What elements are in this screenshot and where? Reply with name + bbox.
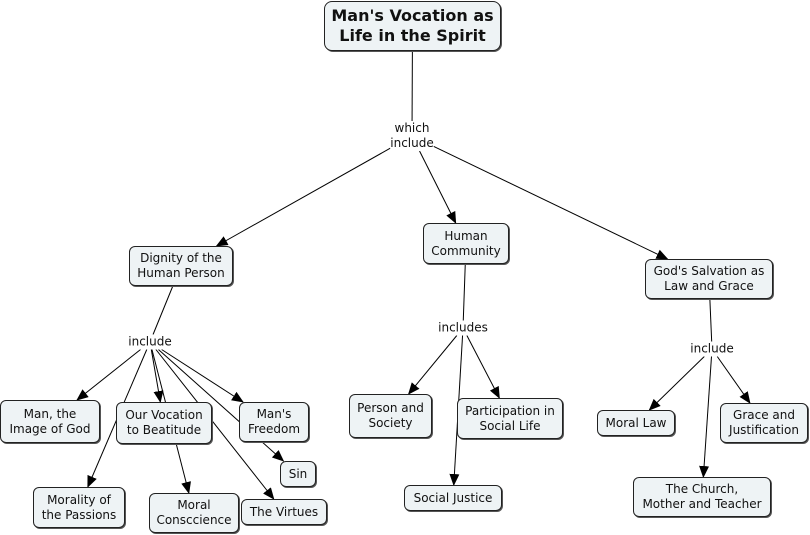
- concept-freedom[interactable]: Man's Freedom: [239, 402, 309, 442]
- concept-salvation[interactable]: God's Salvation as Law and Grace: [645, 259, 773, 299]
- connection-community-l2: [462, 263, 466, 321]
- connection-dignity-l1: [152, 285, 174, 335]
- concept-conscience[interactable]: Moral Consccience: [149, 493, 239, 533]
- connection-l2-participation: [466, 335, 500, 399]
- linking-phrase-includes-community[interactable]: includes: [438, 320, 488, 336]
- concept-virtues[interactable]: The Virtues: [241, 499, 327, 525]
- connection-l3-morallaw: [648, 356, 705, 411]
- concept-beatitude[interactable]: Our Vocation to Beatitude: [116, 402, 212, 444]
- connection-l0-community: [419, 150, 457, 224]
- concept-passions[interactable]: Morality of the Passions: [33, 487, 125, 528]
- concept-sin[interactable]: Sin: [280, 461, 316, 487]
- connection-salvation-l3: [709, 298, 713, 342]
- concept-participation[interactable]: Participation in Social Life: [457, 398, 563, 439]
- connection-l1-image: [76, 349, 141, 401]
- concept-moral-law[interactable]: Moral Law: [597, 410, 675, 436]
- connection-l1-beatitude: [150, 349, 164, 403]
- root-concept[interactable]: Man's Vocation as Life in the Spirit: [324, 1, 501, 51]
- connection-l0-dignity: [215, 147, 391, 247]
- linking-phrase-which-include[interactable]: which include: [390, 121, 434, 151]
- connection-l0-salvation: [433, 146, 669, 260]
- linking-phrase-include-dignity[interactable]: include: [128, 334, 172, 350]
- concept-dignity[interactable]: Dignity of the Human Person: [129, 246, 233, 286]
- concept-church[interactable]: The Church, Mother and Teacher: [633, 477, 771, 517]
- concept-image[interactable]: Man, the Image of God: [0, 400, 100, 443]
- concept-community[interactable]: Human Community: [423, 223, 509, 264]
- linking-phrase-include-salvation[interactable]: include: [690, 341, 734, 357]
- concept-society[interactable]: Person and Society: [349, 394, 432, 438]
- connection-l1-sin: [158, 349, 285, 462]
- concept-justice[interactable]: Social Justice: [404, 485, 502, 511]
- connection-l1-virtues: [155, 349, 275, 500]
- connection-l2-society: [407, 335, 458, 395]
- concept-grace[interactable]: Grace and Justification: [720, 403, 808, 443]
- connection-l3-grace: [716, 356, 751, 404]
- connection-l3-church: [699, 356, 712, 478]
- connection-l1-freedom: [161, 349, 244, 403]
